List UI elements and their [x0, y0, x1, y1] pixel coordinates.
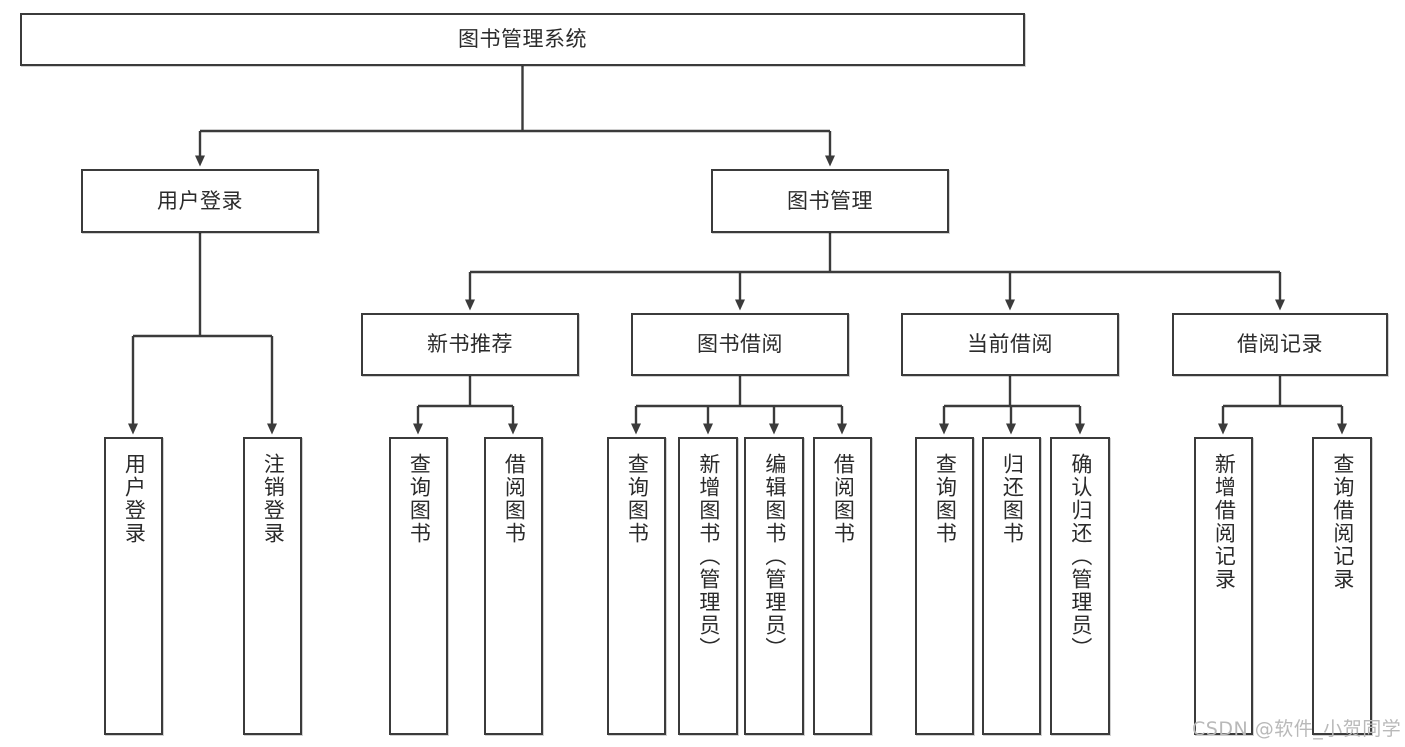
- node-leaf-return-book-label: 归还图书: [1000, 453, 1025, 545]
- node-leaf-edit-book-label: 编辑图书（管理员）: [762, 453, 787, 660]
- node-leaf-borrow-book-1-label: 借阅图书: [502, 453, 527, 545]
- node-leaf-confirm-return[interactable]: 确认归还（管理员）: [1050, 437, 1110, 735]
- node-leaf-logout[interactable]: 注销登录: [243, 437, 302, 735]
- node-user-login-label: 用户登录: [157, 188, 243, 213]
- node-leaf-borrow-book-1[interactable]: 借阅图书: [484, 437, 543, 735]
- node-new-book-rec[interactable]: 新书推荐: [361, 313, 579, 376]
- node-leaf-edit-book[interactable]: 编辑图书（管理员）: [744, 437, 804, 735]
- node-leaf-add-record-label: 新增借阅记录: [1212, 453, 1237, 591]
- node-book-manage-label: 图书管理: [787, 188, 873, 213]
- node-leaf-query-book-3[interactable]: 查询图书: [915, 437, 974, 735]
- csdn-watermark: CSDN @软件_小贺同学: [1192, 718, 1402, 740]
- node-leaf-query-record[interactable]: 查询借阅记录: [1312, 437, 1372, 735]
- node-current-borrow[interactable]: 当前借阅: [901, 313, 1119, 376]
- node-leaf-borrow-book-2-label: 借阅图书: [831, 453, 856, 545]
- node-borrow-record-label: 借阅记录: [1237, 332, 1323, 357]
- node-root-label: 图书管理系统: [458, 27, 587, 52]
- node-book-manage[interactable]: 图书管理: [711, 169, 949, 233]
- node-leaf-add-book-label: 新增图书（管理员）: [696, 453, 721, 660]
- node-leaf-query-book-1-label: 查询图书: [407, 453, 432, 545]
- node-leaf-confirm-return-label: 确认归还（管理员）: [1068, 453, 1093, 660]
- node-leaf-query-book-3-label: 查询图书: [933, 453, 958, 545]
- node-leaf-add-book[interactable]: 新增图书（管理员）: [678, 437, 738, 735]
- node-book-borrow[interactable]: 图书借阅: [631, 313, 849, 376]
- node-new-book-rec-label: 新书推荐: [427, 332, 513, 357]
- node-leaf-user-login[interactable]: 用户登录: [104, 437, 163, 735]
- node-leaf-query-record-label: 查询借阅记录: [1330, 453, 1355, 591]
- node-current-borrow-label: 当前借阅: [967, 332, 1053, 357]
- node-leaf-logout-label: 注销登录: [261, 453, 286, 545]
- node-leaf-query-book-1[interactable]: 查询图书: [389, 437, 448, 735]
- node-leaf-user-login-label: 用户登录: [122, 453, 147, 545]
- node-leaf-borrow-book-2[interactable]: 借阅图书: [813, 437, 872, 735]
- node-book-borrow-label: 图书借阅: [697, 332, 783, 357]
- node-user-login[interactable]: 用户登录: [81, 169, 319, 233]
- node-leaf-add-record[interactable]: 新增借阅记录: [1194, 437, 1253, 735]
- node-leaf-return-book[interactable]: 归还图书: [982, 437, 1041, 735]
- node-borrow-record[interactable]: 借阅记录: [1172, 313, 1388, 376]
- node-root[interactable]: 图书管理系统: [20, 13, 1025, 66]
- node-leaf-query-book-2[interactable]: 查询图书: [607, 437, 666, 735]
- node-leaf-query-book-2-label: 查询图书: [625, 453, 650, 545]
